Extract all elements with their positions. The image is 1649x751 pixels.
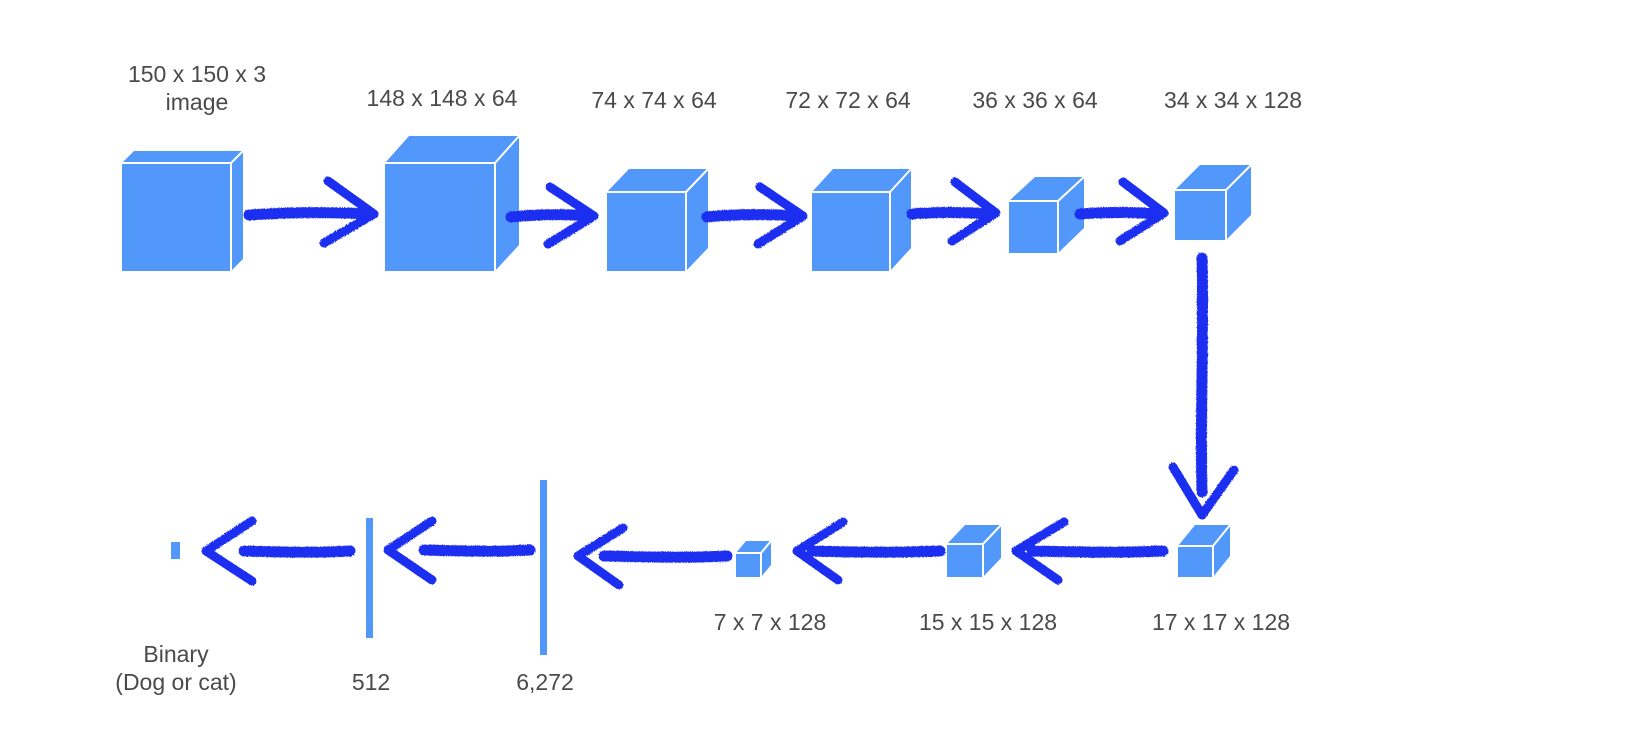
arrow-flatten-to-dense [383, 516, 536, 585]
input-image-block [122, 150, 244, 271]
pool4-label: 7 x 7 x 128 [713, 609, 827, 635]
arrow-conv2-to-pool2 [906, 177, 1001, 246]
pool1-label: 74 x 74 x 64 [591, 87, 717, 113]
pool2-block [1009, 176, 1085, 253]
input-size-text: 150 x 150 x 3 [127, 61, 267, 87]
input-image-text: image [165, 89, 229, 115]
conv3-block [1175, 164, 1252, 240]
arrow-pool2-to-conv3 [1074, 177, 1169, 246]
conv1-block [385, 135, 520, 271]
arrow-conv3-to-pool3 [1168, 252, 1239, 520]
output-dot [171, 542, 180, 559]
flatten-bar [540, 480, 547, 655]
arrow-pool4-to-flatten [573, 523, 733, 590]
output-binary-text: Binary [143, 641, 209, 667]
conv2-label: 72 x 72 x 64 [785, 87, 911, 113]
pool3-label: 17 x 17 x 128 [1151, 609, 1291, 635]
arrow-conv1-to-pool1 [505, 182, 599, 249]
dense-label: 512 [351, 669, 391, 695]
arrow-pool3-to-conv4 [1011, 517, 1169, 585]
output-classes-text: (Dog or cat) [115, 669, 237, 695]
arrow-pool1-to-conv2 [701, 182, 808, 249]
conv2-block [812, 168, 912, 271]
conv4-block [947, 524, 1002, 577]
conv1-label: 148 x 148 x 64 [366, 85, 518, 111]
pool4-block [736, 540, 772, 577]
conv4-label: 15 x 15 x 128 [918, 609, 1058, 635]
input-image-label: 150 x 150 x 3 image [128, 60, 266, 116]
arrow-conv4-to-pool4 [792, 517, 946, 585]
dense-bar [366, 518, 373, 638]
arrow-dense-to-output [201, 516, 356, 586]
pool1-block [607, 168, 709, 271]
output-label: Binary (Dog or cat) [115, 640, 236, 696]
conv3-label: 34 x 34 x 128 [1163, 87, 1303, 113]
arrow-input-to-conv1 [243, 176, 379, 248]
pool3-block [1178, 524, 1231, 577]
flatten-label: 6,272 [516, 669, 574, 695]
pool2-label: 36 x 36 x 64 [972, 87, 1098, 113]
